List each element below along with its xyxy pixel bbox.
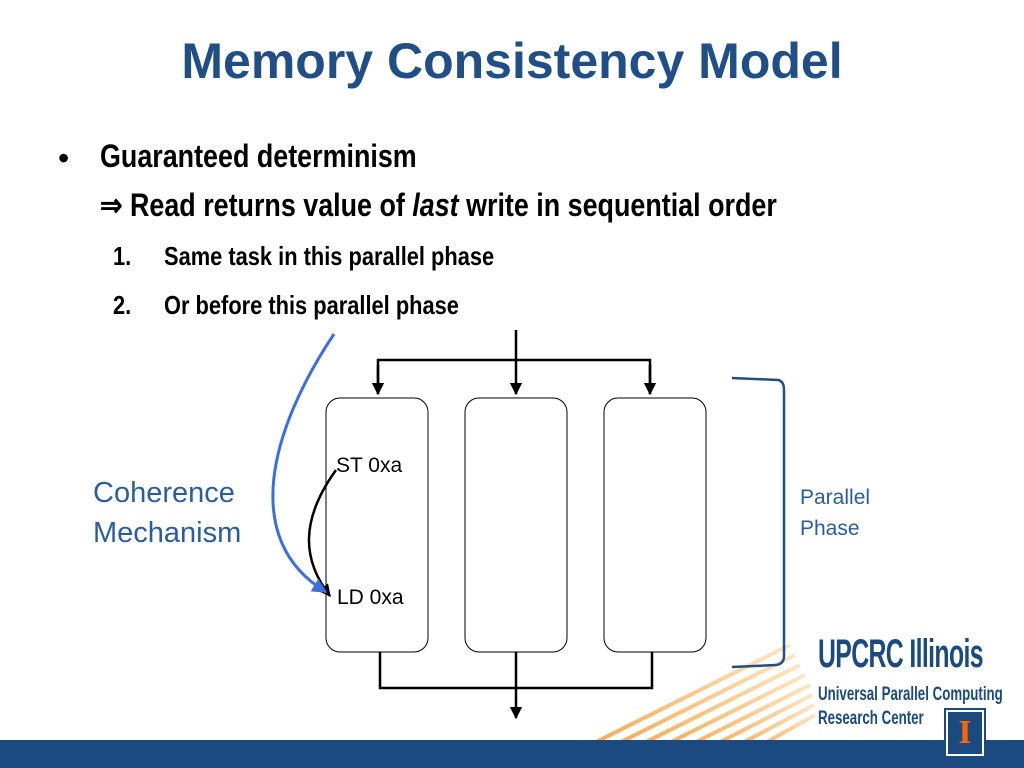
task-box-3 xyxy=(603,397,707,653)
coherence-label-line2: Mechanism xyxy=(93,517,241,549)
load-label: LD 0xa xyxy=(337,586,404,609)
list-number-1: 1. xyxy=(113,241,132,271)
logo-name: UPCRC Illinois xyxy=(818,632,984,676)
phase-label-line2: Phase xyxy=(800,517,860,540)
implies-symbol: ⇒ xyxy=(100,187,123,223)
store-label: ST 0xa xyxy=(336,454,402,477)
bullet-marker: • xyxy=(58,140,70,176)
logo-subtitle-2: Research Center xyxy=(818,708,924,729)
parallel-phase-bracket xyxy=(731,376,786,669)
illinois-logo-icon: I xyxy=(946,710,984,756)
phase-label-line1: Parallel xyxy=(800,486,870,509)
fork-connector xyxy=(371,330,657,396)
join-connector xyxy=(378,652,654,720)
footer-bar xyxy=(0,740,1024,768)
logo-subtitle-1: Universal Parallel Computing xyxy=(818,684,1003,705)
slide-title: Memory Consistency Model xyxy=(181,33,843,89)
list-number-2: 2. xyxy=(113,290,132,320)
list-item-1: Same task in this parallel phase xyxy=(164,241,495,271)
task-box-1 xyxy=(325,397,429,653)
subline-emphasis: last xyxy=(412,187,459,223)
subline-after: write in sequential order xyxy=(458,187,777,223)
task-box-2 xyxy=(464,397,568,653)
coherence-label-line1: Coherence xyxy=(93,477,235,509)
bullet-subline: ⇒ Read returns value of last write in se… xyxy=(100,186,777,224)
coherence-arrow xyxy=(271,333,336,594)
list-item-2: Or before this parallel phase xyxy=(164,290,459,320)
bullet-heading: Guaranteed determinism xyxy=(100,138,417,174)
subline-before: Read returns value of xyxy=(129,187,413,223)
